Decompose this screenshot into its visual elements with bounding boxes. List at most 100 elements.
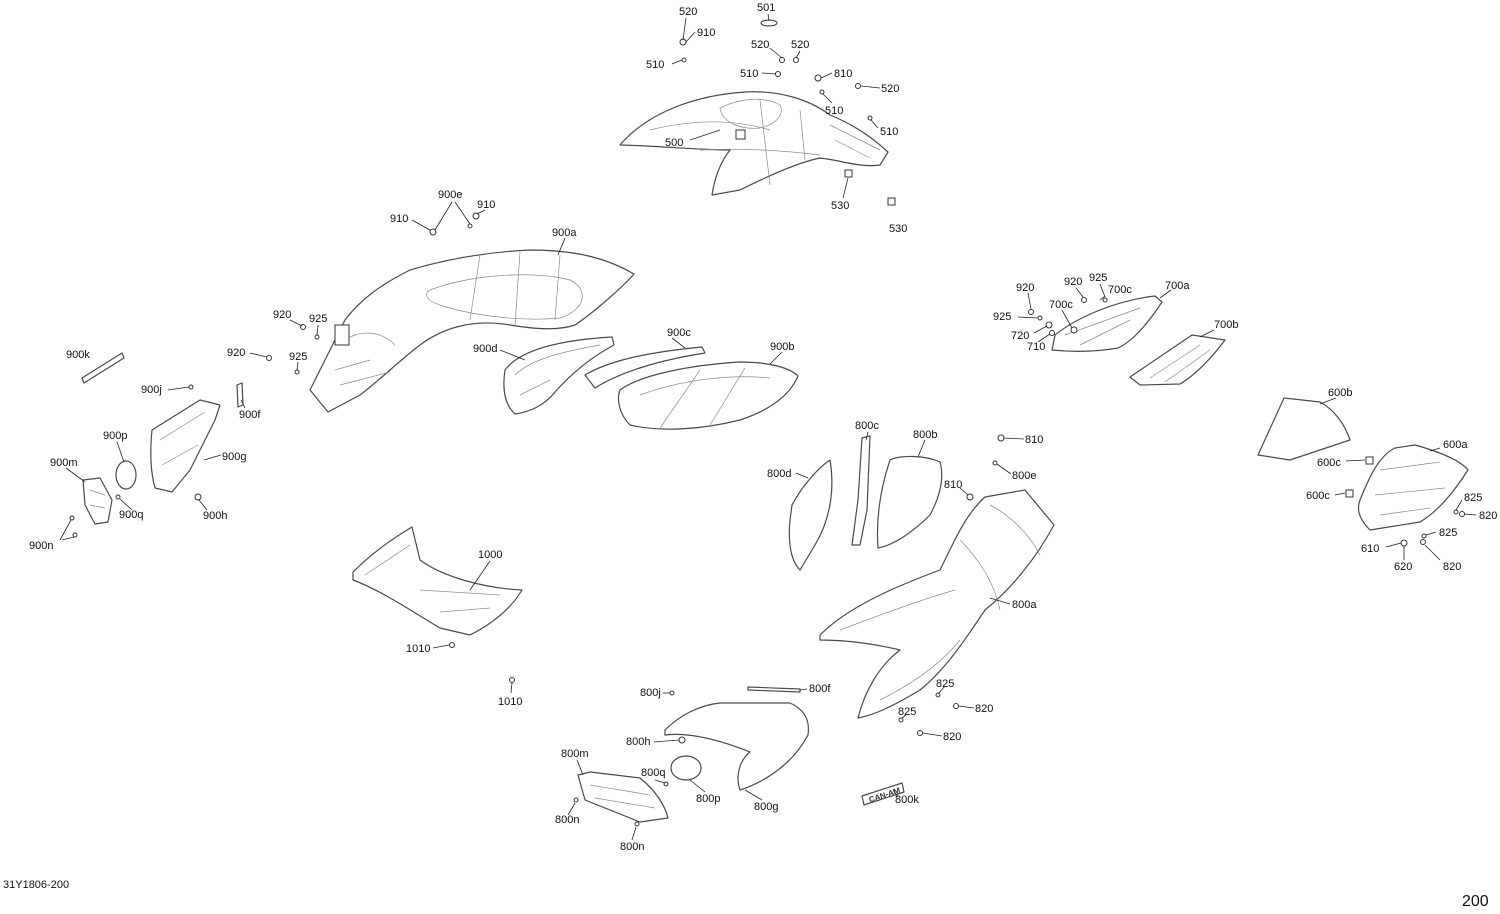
callout-label: 800n [555, 814, 579, 826]
part-800c [851, 435, 871, 546]
callout-label: 900k [66, 349, 90, 361]
callout-label: 510 [646, 59, 664, 71]
callout-label: 925 [993, 311, 1011, 323]
doc-code: 31Y1806-200 [3, 879, 69, 891]
callout-label: 800j [640, 687, 661, 699]
callout-label: 700c [1049, 299, 1073, 311]
leader-lines [59, 13, 1477, 841]
part-800d [788, 459, 833, 571]
part-900f [236, 382, 244, 408]
part-900b-side-panel [617, 361, 799, 430]
callout-label: 810 [944, 479, 962, 491]
callout-label: 720 [1011, 330, 1029, 342]
callout-label: 800n [620, 841, 644, 853]
callout-label: 900c [667, 327, 691, 339]
callout-label: 520 [751, 39, 769, 51]
part-900a-front-cover [309, 249, 635, 413]
fasteners [69, 19, 1465, 827]
part-700b [1129, 334, 1226, 386]
callout-label: 825 [1439, 527, 1457, 539]
callout-label: 1010 [406, 643, 430, 655]
callout-label: 825 [898, 706, 916, 718]
part-900g [150, 399, 221, 493]
callout-label: 800h [626, 736, 650, 748]
callout-label: 600b [1328, 387, 1352, 399]
callout-label: 800a [1012, 599, 1037, 611]
callout-label: 910 [697, 27, 715, 39]
callout-label: 510 [880, 126, 898, 138]
part-800p [670, 755, 702, 781]
callout-label: 600a [1443, 439, 1468, 451]
callout-label: 1000 [478, 549, 502, 561]
callout-label: 900f [239, 409, 261, 421]
callout-label: 800d [767, 468, 791, 480]
callout-label: 900n [29, 540, 53, 552]
callout-label: 925 [289, 351, 307, 363]
part-900p [115, 460, 137, 490]
part-900d [503, 336, 615, 415]
callout-label: 600c [1306, 490, 1330, 502]
callout-label: 900g [222, 451, 246, 463]
callout-label: 900q [119, 509, 143, 521]
callout-label: 520 [679, 6, 697, 18]
page-number: 200 [1462, 893, 1489, 910]
callout-label: 900p [103, 430, 127, 442]
callout-label: 800e [1012, 470, 1036, 482]
callout-label: 920 [1016, 282, 1034, 294]
callout-label: 530 [889, 223, 907, 235]
callout-label: 1010 [498, 696, 522, 708]
part-700a [1051, 295, 1163, 352]
callout-label: 700b [1214, 319, 1238, 331]
part-800b [876, 455, 943, 549]
callout-label: 900m [50, 457, 78, 469]
part-800a-side-cover [819, 489, 1055, 719]
part-900c-strip [584, 346, 706, 389]
callout-label: 920 [273, 309, 291, 321]
callout-label: 900d [473, 343, 497, 355]
callout-label: 810 [1025, 434, 1043, 446]
callout-label: 500 [665, 137, 683, 149]
callout-label: 825 [936, 678, 954, 690]
callout-label: 820 [943, 731, 961, 743]
callout-label: 620 [1394, 561, 1412, 573]
callout-label: 600c [1317, 457, 1341, 469]
callout-label: 810 [834, 68, 852, 80]
callout-label: 900e [438, 189, 462, 201]
callout-label: 510 [825, 105, 843, 117]
callout-label: 800k [895, 794, 919, 806]
callout-label: 820 [1443, 561, 1461, 573]
part-500-rear-cover [619, 91, 889, 196]
callout-label: 925 [309, 313, 327, 325]
callout-label: 910 [477, 199, 495, 211]
callout-label: 610 [1361, 543, 1379, 555]
callout-label: 710 [1027, 341, 1045, 353]
part-1000 [352, 526, 523, 636]
callout-label: 900b [770, 341, 794, 353]
callout-label: 800f [809, 683, 831, 695]
callout-label: 910 [390, 213, 408, 225]
callout-label: 900h [203, 510, 227, 522]
callout-label: 820 [1479, 510, 1497, 522]
callout-label: 900a [552, 227, 577, 239]
part-800m [577, 771, 669, 823]
callout-label: 501 [757, 2, 775, 14]
part-800f [747, 686, 801, 693]
callout-label: 700a [1165, 280, 1190, 292]
callout-label: 530 [831, 200, 849, 212]
callout-label: 800g [754, 801, 778, 813]
callout-label: 920 [227, 347, 245, 359]
callout-label: 925 [1089, 272, 1107, 284]
callout-label: 800b [913, 429, 937, 441]
callout-label: 800q [641, 767, 665, 779]
callout-label: 800p [696, 793, 720, 805]
callout-label: 800c [855, 420, 879, 432]
callout-label: 800m [561, 748, 589, 760]
callout-label: 520 [791, 39, 809, 51]
callout-label: 510 [740, 68, 758, 80]
callout-label: 700c [1108, 284, 1132, 296]
part-800g [664, 702, 810, 791]
callout-label: 520 [881, 83, 899, 95]
part-900m [82, 477, 113, 525]
callout-labels: 520 910 510 501 520 520 510 810 520 510 … [29, 2, 1497, 853]
